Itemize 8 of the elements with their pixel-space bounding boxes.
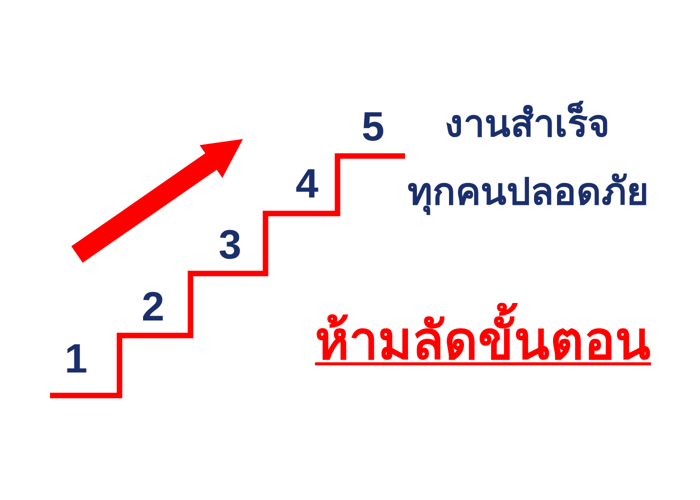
step-number: 5 bbox=[360, 103, 386, 151]
step-number: 4 bbox=[294, 160, 320, 208]
step-number: 1 bbox=[64, 335, 88, 383]
step-number: 3 bbox=[218, 221, 242, 269]
slogan-text: งานสำเร็จ bbox=[444, 100, 610, 148]
slogan-text: ทุกคนปลอดภัย bbox=[406, 168, 650, 217]
step-number: 2 bbox=[140, 283, 166, 331]
warning-text: ห้ามลัดขั้นตอน bbox=[313, 298, 653, 386]
